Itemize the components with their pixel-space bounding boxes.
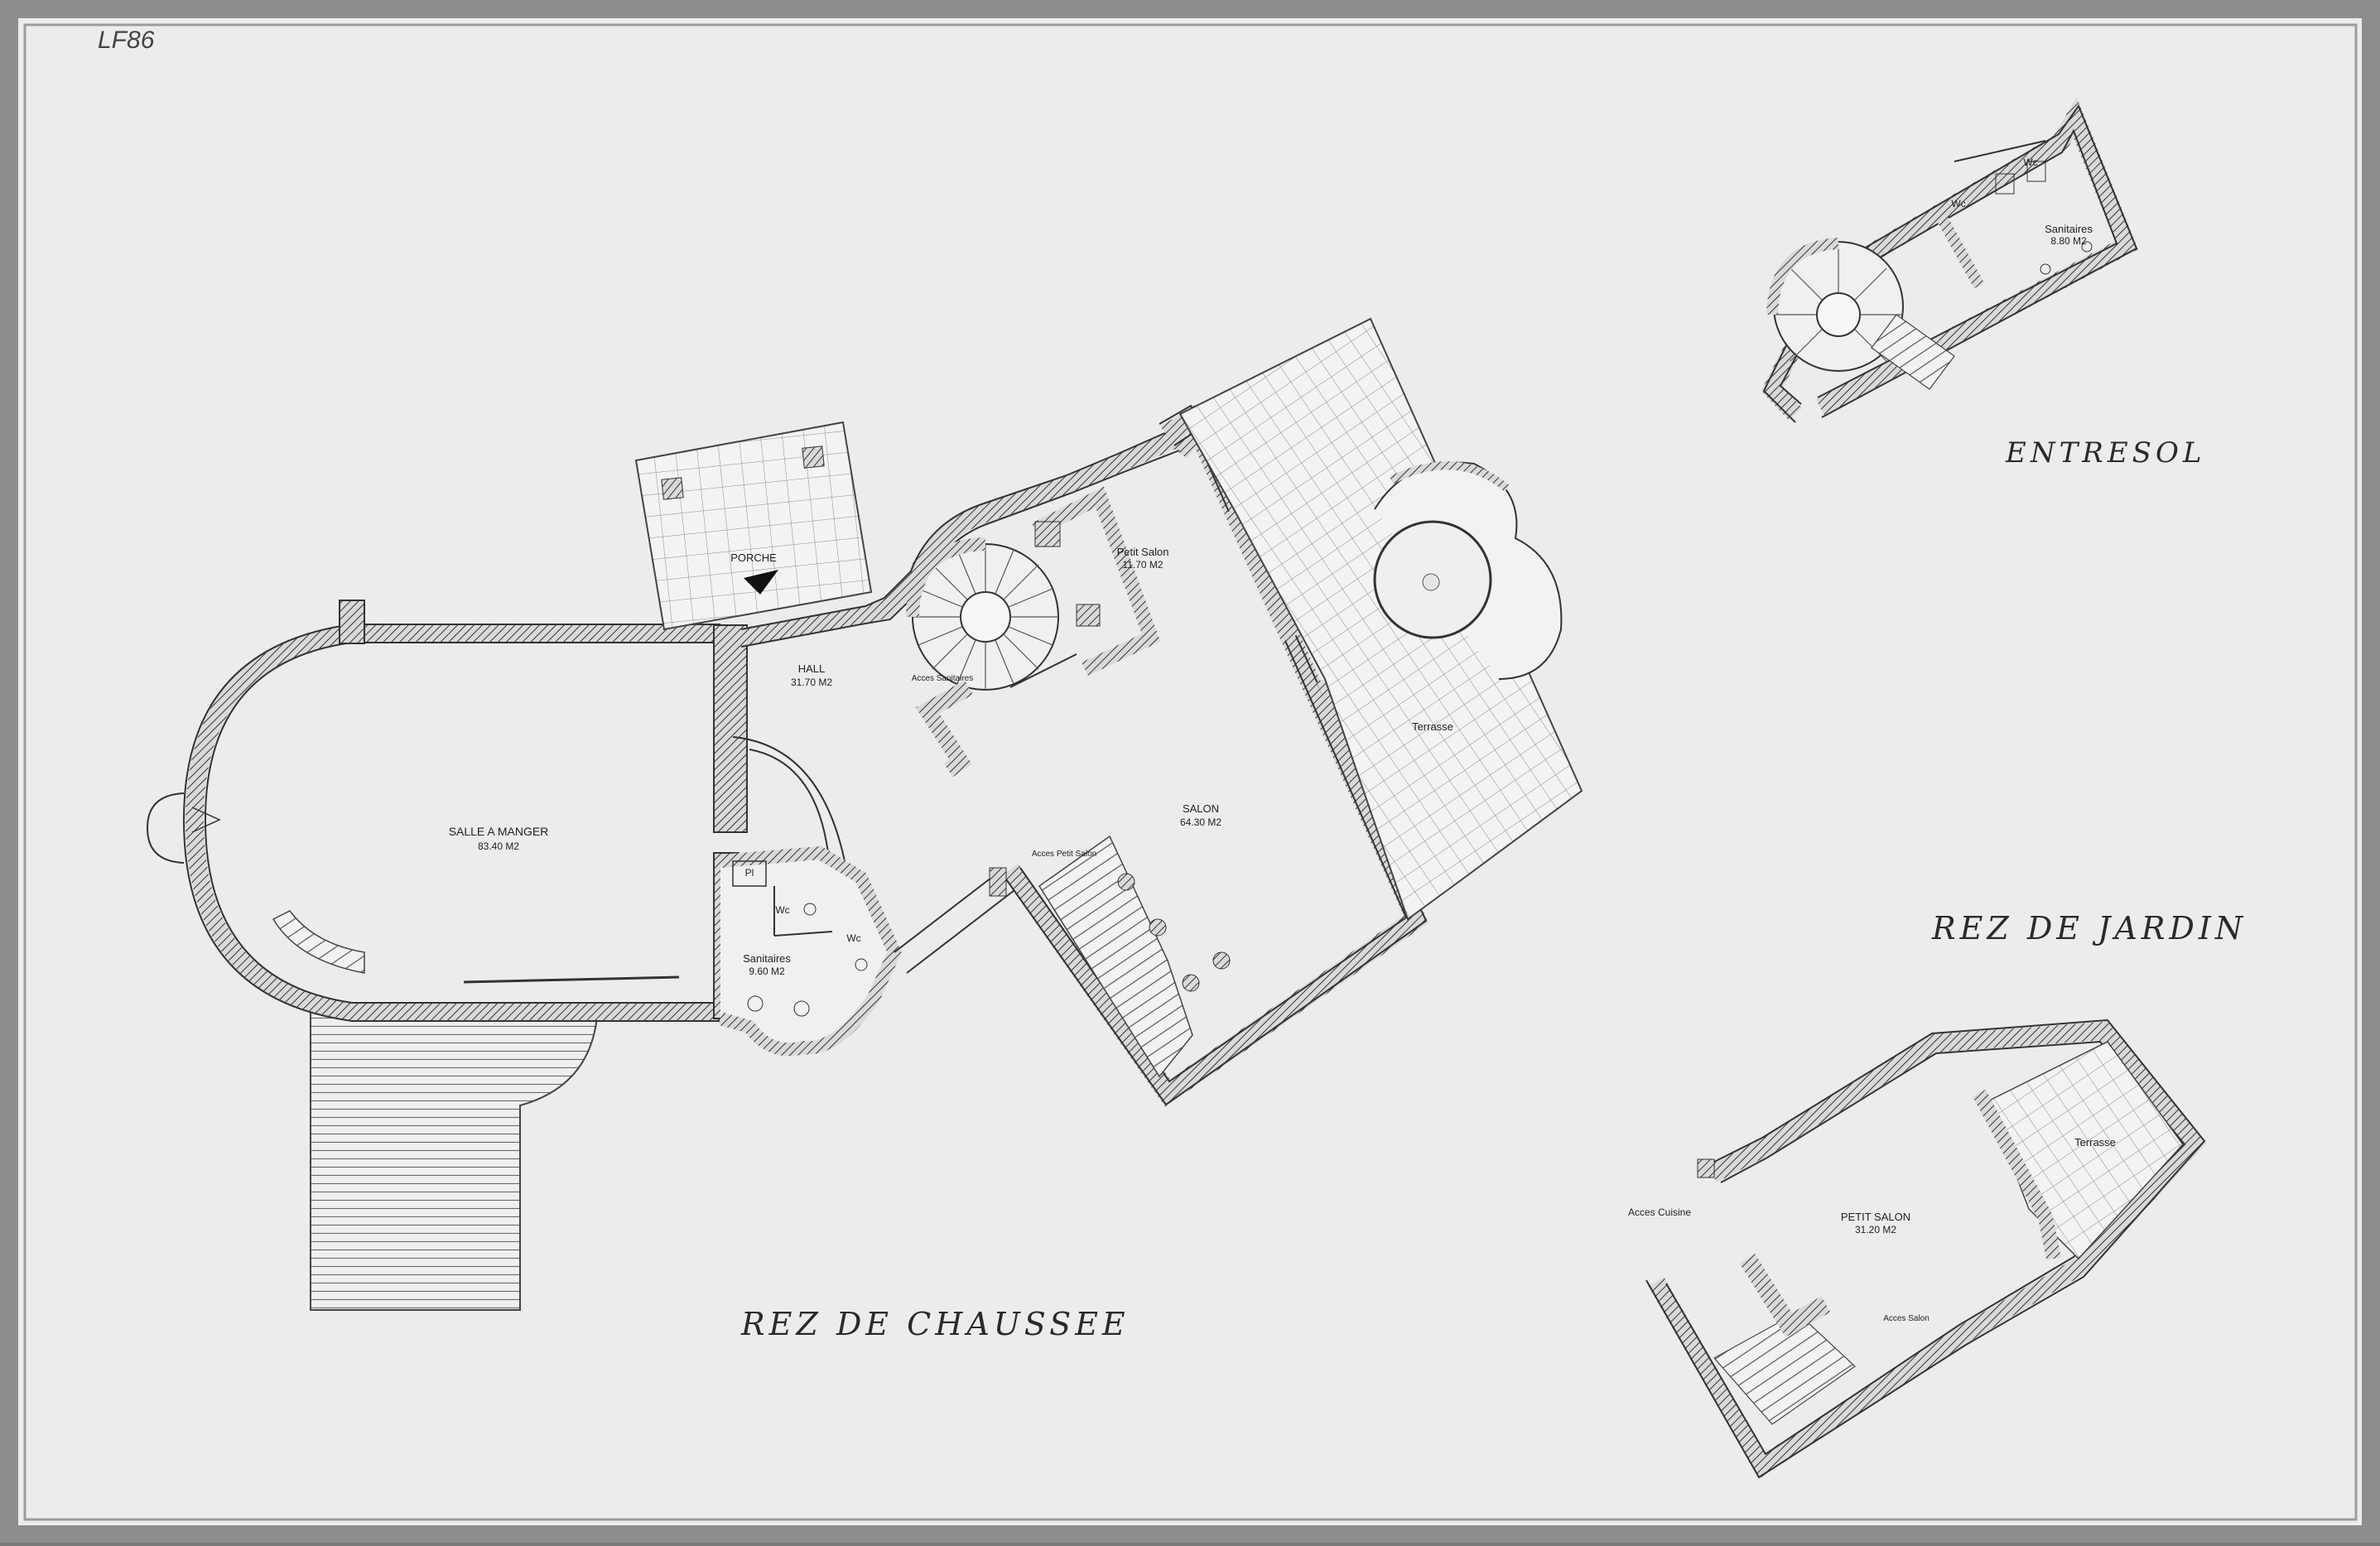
label-wc-1: Wc — [775, 904, 789, 916]
jardin-stair — [1713, 1312, 1856, 1425]
label-acces-sanitaires: Acces Sanitaires — [912, 674, 973, 683]
label-acces-petit-salon: Acces Petit Salon — [1032, 850, 1096, 859]
label-wc-3: Wc — [1951, 198, 1965, 210]
title-rez-de-chaussee: REZ DE CHAUSSEE — [740, 1306, 1130, 1342]
salle-a-manger-wall — [185, 624, 720, 1021]
label-porche: PORCHE — [730, 551, 777, 564]
sheet-reference: LF86 — [98, 26, 155, 54]
label-wc-4: Wc — [2023, 157, 2037, 168]
label-sanitaires-entresol: Sanitaires — [2045, 223, 2093, 235]
area-salon: 64.30 M2 — [1180, 816, 1221, 828]
jardin-outer-wall — [1648, 1021, 2207, 1479]
label-terrasse: Terrasse — [1412, 720, 1453, 733]
label-petit-salon-jardin: PETIT SALON — [1841, 1211, 1910, 1223]
label-acces-salon: Acces Salon — [1883, 1314, 1930, 1323]
area-petit-salon-jardin: 31.20 M2 — [1855, 1224, 1896, 1235]
sanitaires-rdc-block — [718, 845, 902, 1057]
title-entresol: ENTRESOL — [2005, 436, 2205, 470]
area-salle-a-manger: 83.40 M2 — [478, 840, 519, 852]
salon-stair — [1038, 835, 1193, 1078]
area-sanitaires-rdc: 9.60 M2 — [749, 966, 785, 977]
area-hall: 31.70 M2 — [791, 677, 832, 688]
spiral-staircase-rdc — [906, 537, 1059, 691]
salle-a-manger-floor — [199, 633, 725, 1009]
label-petit-salon: Petit Salon — [1117, 546, 1169, 558]
entresol-outer-wall — [1761, 97, 2138, 421]
area-petit-salon: 11.70 M2 — [1122, 559, 1163, 571]
label-hall: HALL — [798, 662, 826, 675]
entresol-plan — [1761, 97, 2138, 423]
entrance-arrow — [744, 570, 778, 595]
rez-de-chaussee-plan — [146, 317, 1583, 1311]
label-pl: Pl — [745, 867, 754, 879]
labels: REZ DE CHAUSSEE REZ DE JARDIN ENTRESOL S… — [449, 157, 2247, 1342]
rez-de-jardin-plan — [1645, 1019, 2207, 1479]
title-rez-de-jardin: REZ DE JARDIN — [1931, 910, 2247, 946]
petit-salon-wall — [1031, 486, 1161, 677]
label-salle-a-manger: SALLE A MANGER — [449, 825, 549, 838]
label-wc-2: Wc — [846, 932, 860, 944]
label-acces-cuisine: Acces Cuisine — [1628, 1206, 1691, 1218]
terrasse-tiles — [1178, 317, 1583, 921]
sheet-border — [23, 23, 2358, 1521]
porche-tiles — [634, 421, 873, 631]
label-sanitaires-rdc: Sanitaires — [743, 952, 791, 965]
label-salon: SALON — [1183, 802, 1219, 815]
area-sanitaires-entresol: 8.80 M2 — [2050, 235, 2087, 247]
label-terrasse-jardin: Terrasse — [2074, 1136, 2116, 1149]
